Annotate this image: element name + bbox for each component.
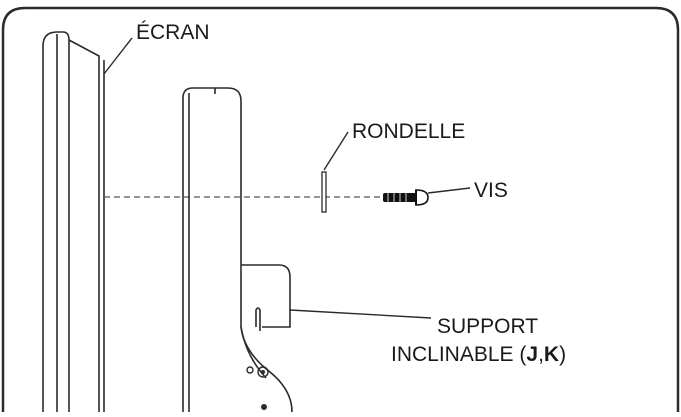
support-key-k: K: [543, 343, 560, 366]
vis-leader-line: [427, 187, 471, 194]
washer: [321, 171, 327, 213]
bracket-bolt-inner: [261, 370, 265, 374]
diagram-frame: [1, 6, 680, 412]
tilt-bracket: [182, 87, 293, 413]
support-leader-line: [289, 309, 432, 319]
ecran-leader-line: [103, 37, 133, 75]
support-label-separator: ,: [538, 343, 544, 366]
support-label-prefix: INCLINABLE (: [391, 343, 527, 366]
bracket-hole: [246, 366, 254, 374]
screen-panel: [42, 31, 105, 412]
support-label-suffix: ): [559, 343, 567, 366]
bracket-bottom-bolt: [261, 404, 267, 410]
vis-label: VIS: [474, 179, 508, 202]
rondelle-leader-line: [323, 131, 349, 171]
ecran-label: ÉCRAN: [136, 21, 210, 44]
support-label-line1: SUPPORT: [437, 315, 539, 338]
support-key-j: J: [526, 343, 539, 366]
rondelle-label: RONDELLE: [352, 120, 466, 143]
support-label-line2: INCLINABLE (J,K): [391, 344, 566, 365]
bracket-bolt-outer: [257, 366, 269, 378]
screw: [383, 189, 429, 206]
